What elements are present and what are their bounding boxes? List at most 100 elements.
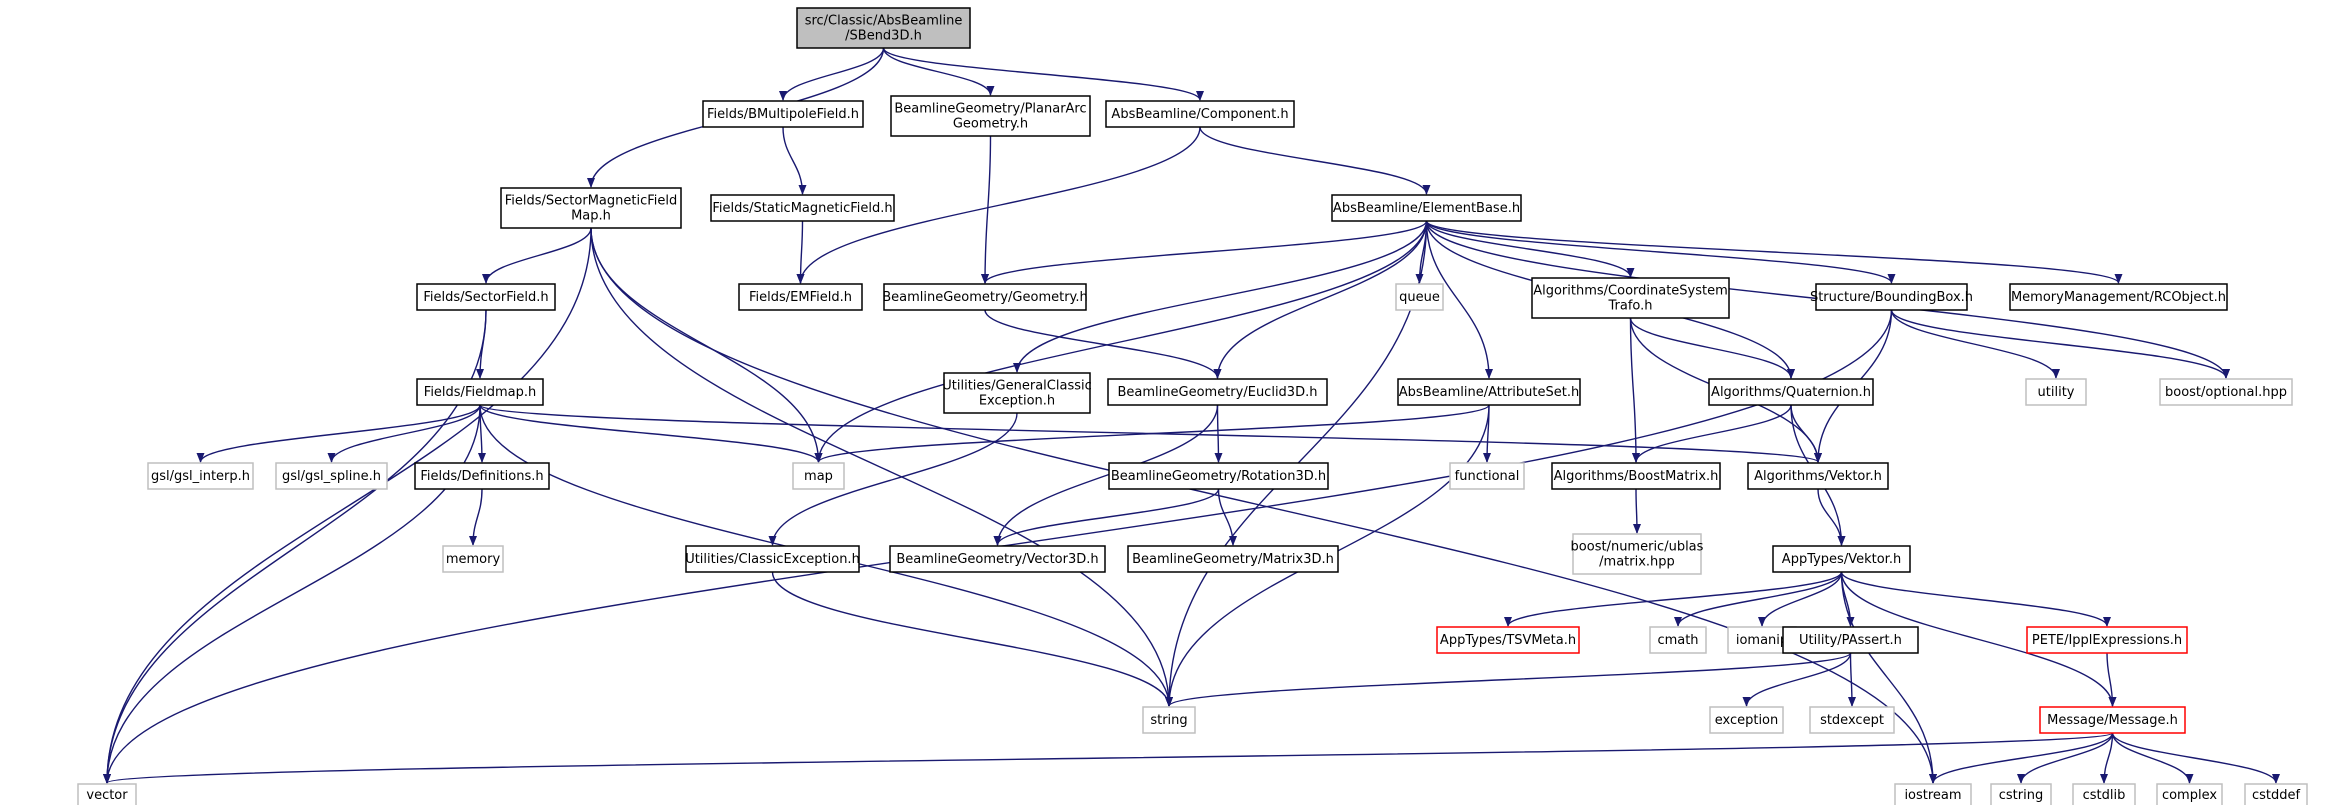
- edge-fm-to-gsls: [327, 404, 481, 463]
- node-exc: exception: [1709, 706, 1784, 734]
- node-v3d[interactable]: BeamlineGeometry/Vector3D.h: [889, 545, 1106, 573]
- node-cstr-label-0: cstring: [1999, 788, 2043, 803]
- node-em[interactable]: Fields/EMField.h: [738, 283, 863, 311]
- edge-eb-to-e3d: [1213, 220, 1428, 379]
- node-defs[interactable]: Fields/Definitions.h: [414, 462, 550, 490]
- node-e3d-label-0: BeamlineGeometry/Euclid3D.h: [1118, 385, 1318, 400]
- node-util-label-0: utility: [2038, 385, 2075, 400]
- node-rco[interactable]: MemoryManagement/RCObject.h: [2009, 283, 2228, 311]
- node-avek-box: [1747, 462, 1889, 490]
- node-bb[interactable]: Structure/BoundingBox.h: [1810, 283, 1973, 311]
- node-queue: queue: [1395, 283, 1444, 311]
- node-gce-box: [943, 372, 1091, 414]
- edge-eb-to-gce: [1013, 220, 1428, 373]
- node-smf[interactable]: Fields/StaticMagneticField.h: [710, 194, 895, 222]
- node-bnum: boost/numeric/ublas/matrix.hpp: [1571, 533, 1704, 575]
- edge-fm-to-vector: [103, 404, 481, 784]
- node-pa-box: [1782, 626, 1919, 654]
- edge-atv-to-ippl: [1840, 571, 2111, 627]
- node-geo[interactable]: BeamlineGeometry/Geometry.h: [882, 283, 1088, 311]
- node-cstdd: cstddef: [2244, 783, 2308, 805]
- node-fm[interactable]: Fields/Fieldmap.h: [416, 378, 544, 406]
- edge-root-to-comp: [882, 47, 1204, 101]
- node-pa-label-0: Utility/PAssert.h: [1799, 633, 1902, 648]
- node-func-box: [1449, 462, 1525, 490]
- node-comp-box: [1105, 100, 1295, 128]
- node-cstdd-box: [2244, 783, 2308, 805]
- node-string: string: [1142, 706, 1196, 734]
- node-util-box: [2025, 378, 2087, 406]
- node-gsls-box: [275, 462, 388, 490]
- node-fm-box: [416, 378, 544, 406]
- node-bopt: boost/optional.hpp: [2159, 378, 2293, 406]
- edge-eb-to-as: [1425, 220, 1493, 379]
- node-gsli: gsl/gsl_interp.h: [147, 462, 254, 490]
- node-root-box: [796, 7, 971, 49]
- node-bmp-label-0: Fields/BMultipoleField.h: [707, 107, 859, 122]
- node-msg[interactable]: Message/Message.h: [2039, 706, 2186, 734]
- node-rco-box: [2009, 283, 2228, 311]
- node-tsv[interactable]: AppTypes/TSVMeta.h: [1436, 626, 1580, 654]
- node-sf-box: [416, 283, 556, 311]
- node-atv-label-0: AppTypes/Vektor.h: [1782, 552, 1901, 567]
- node-gsls-label-0: gsl/gsl_spline.h: [282, 469, 381, 484]
- node-root[interactable]: src/Classic/AbsBeamline/SBend3D.h: [796, 7, 971, 49]
- node-ippl-label-0: PETE/IpplExpressions.h: [2032, 633, 2182, 648]
- edge-atv-to-ioman: [1758, 571, 1843, 627]
- node-cstdl-label-0: cstdlib: [2083, 788, 2126, 803]
- node-bmp[interactable]: Fields/BMultipoleField.h: [702, 100, 864, 128]
- node-comp[interactable]: AbsBeamline/Component.h: [1105, 100, 1295, 128]
- edge-msg-to-ios: [1929, 732, 2114, 784]
- node-quat[interactable]: Algorithms/Quaternion.h: [1708, 378, 1874, 406]
- node-ippl-box: [2026, 626, 2188, 654]
- node-bb-label-0: Structure/BoundingBox.h: [1810, 290, 1973, 305]
- node-atv[interactable]: AppTypes/Vektor.h: [1772, 545, 1911, 573]
- node-cstdl-box: [2072, 783, 2136, 805]
- node-ippl[interactable]: PETE/IpplExpressions.h: [2026, 626, 2188, 654]
- node-as-label-0: AbsBeamline/AttributeSet.h: [1399, 385, 1579, 400]
- node-eb-label-0: AbsBeamline/ElementBase.h: [1333, 201, 1520, 216]
- edge-quat-to-bm: [1632, 404, 1792, 463]
- node-msg-label-0: Message/Message.h: [2047, 713, 2178, 728]
- edge-e3d-to-v3d: [993, 404, 1219, 546]
- node-eb[interactable]: AbsBeamline/ElementBase.h: [1331, 194, 1522, 222]
- edge-e3d-to-r3d: [1214, 404, 1223, 463]
- edge-eb-to-cst: [1425, 220, 1635, 278]
- node-root-label-1: /SBend3D.h: [845, 29, 922, 44]
- node-avek[interactable]: Algorithms/Vektor.h: [1747, 462, 1889, 490]
- edge-msg-to-vector: [103, 732, 2114, 784]
- node-bm[interactable]: Algorithms/BoostMatrix.h: [1551, 462, 1721, 490]
- node-ce-label-0: Utilities/ClassicException.h: [685, 552, 860, 567]
- node-ios-label-0: iostream: [1904, 788, 1961, 803]
- edge-eb-to-map: [814, 220, 1428, 463]
- node-tsv-label-0: AppTypes/TSVMeta.h: [1440, 633, 1576, 648]
- node-ce[interactable]: Utilities/ClassicException.h: [685, 545, 860, 573]
- node-as[interactable]: AbsBeamline/AttributeSet.h: [1397, 378, 1581, 406]
- node-v3d-label-0: BeamlineGeometry/Vector3D.h: [896, 552, 1098, 567]
- edge-msg-to-cstr: [2017, 732, 2114, 784]
- edge-bb-to-bopt: [1890, 309, 2230, 379]
- node-defs-box: [414, 462, 550, 490]
- node-pa[interactable]: Utility/PAssert.h: [1782, 626, 1919, 654]
- node-em-label-0: Fields/EMField.h: [749, 290, 852, 305]
- node-sf[interactable]: Fields/SectorField.h: [416, 283, 556, 311]
- node-bnum-label-0: boost/numeric/ublas: [1571, 540, 1704, 555]
- node-m3d[interactable]: BeamlineGeometry/Matrix3D.h: [1127, 545, 1339, 573]
- node-smfm-label-0: Fields/SectorMagneticField: [505, 194, 678, 209]
- node-smf-label-0: Fields/StaticMagneticField.h: [712, 201, 892, 216]
- node-cplx-label-0: complex: [2162, 788, 2217, 803]
- node-fm-label-0: Fields/Fieldmap.h: [424, 385, 536, 400]
- edge-pa-to-stdx: [1847, 652, 1856, 707]
- node-cmath: cmath: [1649, 626, 1707, 654]
- node-vector: vector: [77, 783, 137, 805]
- node-r3d[interactable]: BeamlineGeometry/Rotation3D.h: [1108, 462, 1329, 490]
- node-bb-box: [1815, 283, 1968, 311]
- node-func-label-0: functional: [1455, 469, 1520, 484]
- node-gsli-box: [147, 462, 254, 490]
- node-e3d[interactable]: BeamlineGeometry/Euclid3D.h: [1107, 378, 1328, 406]
